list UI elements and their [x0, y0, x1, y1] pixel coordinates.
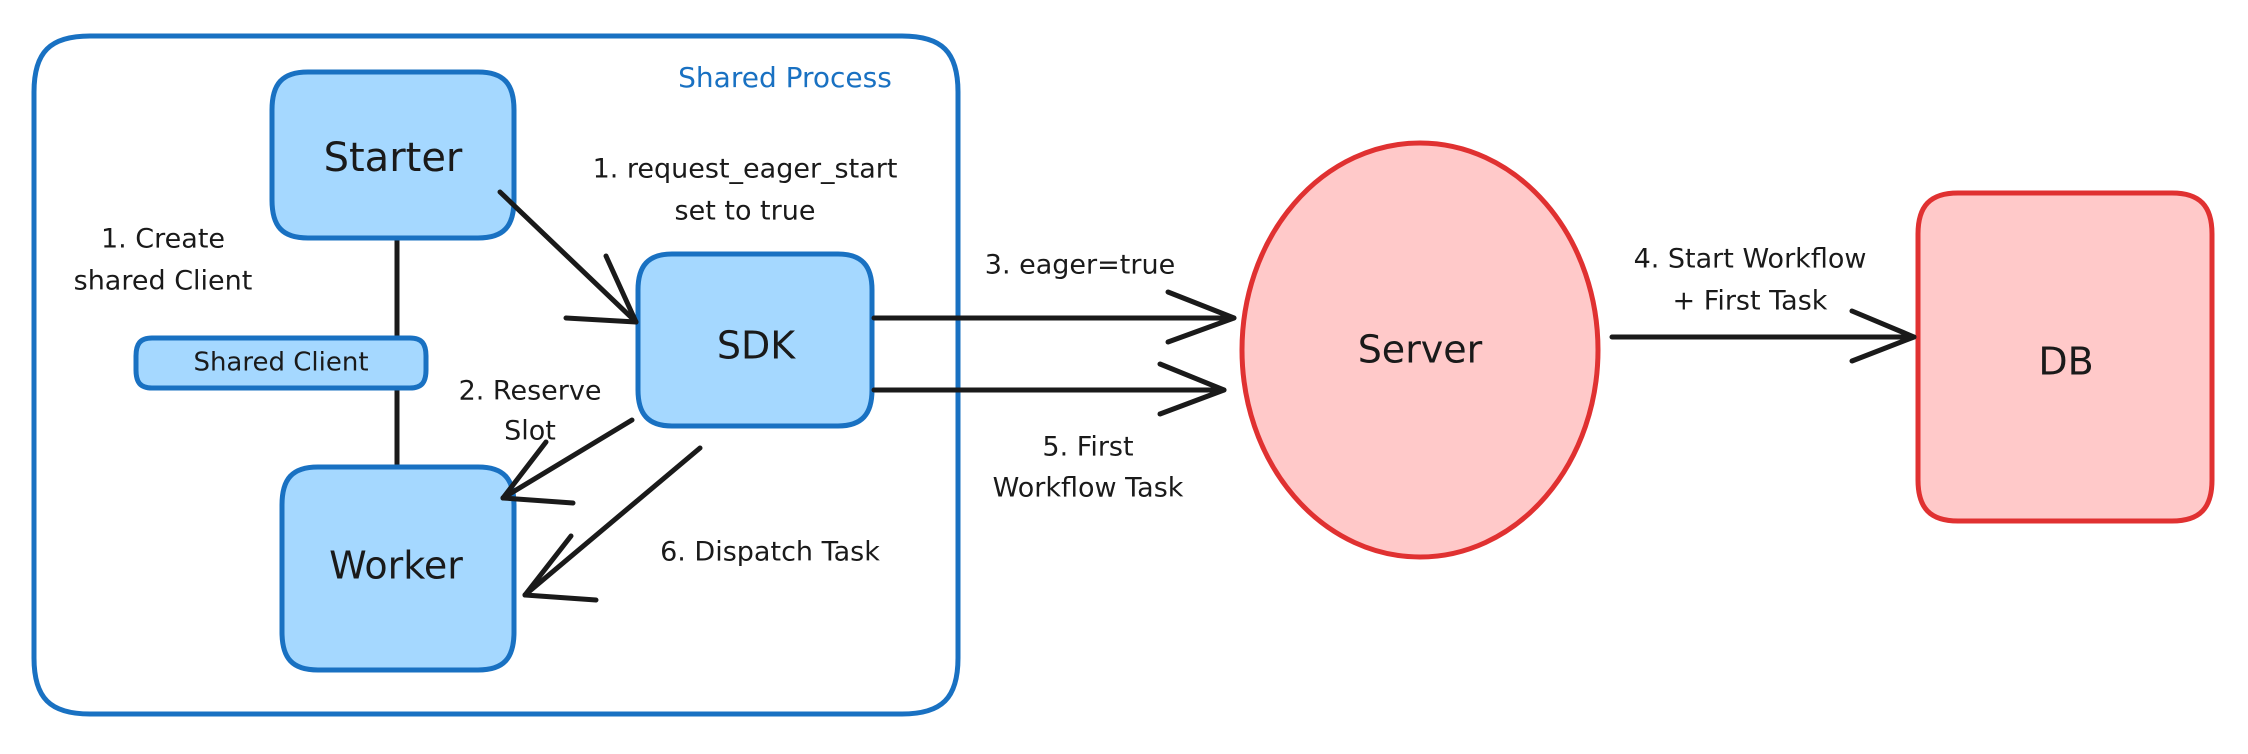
edge-1-arrowhead-b	[603, 253, 639, 325]
node-server[interactable]: Server	[1239, 140, 1601, 560]
edge-5-label-line1: 5. First	[1042, 432, 1133, 463]
edge-3-arrowhead-b	[1165, 315, 1237, 345]
node-worker-border	[279, 464, 517, 673]
edge-3-eager-true[interactable]: 3. eager=true	[871, 250, 1237, 345]
edge-5-arrowhead-a	[1157, 361, 1227, 393]
edge-1-label-line2: set to true	[675, 196, 816, 227]
edge-7-create-shared-client[interactable]: 1. Create shared Client	[74, 224, 253, 297]
edge-2-reserve-slot[interactable]: 2. Reserve Slot	[459, 376, 635, 506]
node-shared-client[interactable]: Shared Client	[133, 335, 429, 391]
edge-6-arrowhead-a	[522, 533, 574, 598]
node-starter-label: Starter	[324, 135, 463, 181]
node-server-border	[1239, 140, 1601, 560]
node-shared-client-fill	[136, 338, 426, 388]
edge-1-label-line1: 1. request_eager_start	[593, 154, 898, 185]
node-db-label: DB	[2038, 340, 2093, 384]
shared-process-title: Shared Process	[678, 61, 892, 94]
node-starter-fill	[272, 72, 514, 238]
node-worker-fill	[282, 467, 514, 670]
node-starter[interactable]: Starter	[269, 69, 517, 241]
edge-4-label-line1: 4. Start Workflow	[1634, 244, 1867, 275]
edge-1-request-eager-start[interactable]: 1. request_eager_start set to true	[497, 154, 898, 325]
edge-7-label-line1: 1. Create	[101, 224, 225, 255]
edge-2-line	[500, 417, 635, 501]
node-sdk[interactable]: SDK	[635, 251, 875, 429]
edge-6-line	[522, 445, 703, 598]
node-starter-border	[269, 69, 517, 241]
node-db-fill	[1918, 193, 2212, 521]
node-server-fill	[1242, 143, 1598, 557]
edge-5-label-line2: Workflow Task	[993, 473, 1184, 504]
edge-2-arrowhead-b	[500, 495, 576, 506]
shared-process-border	[31, 33, 961, 717]
edge-4-arrowhead-b	[1849, 334, 1917, 364]
node-db-border	[1915, 190, 2215, 524]
edge-7-label-line2: shared Client	[74, 266, 253, 297]
edge-5-first-workflow-task[interactable]: 5. First Workflow Task	[871, 361, 1227, 504]
edge-1-arrowhead-a	[563, 315, 639, 325]
edge-4-start-workflow[interactable]: 4. Start Workflow + First Task	[1609, 244, 1917, 364]
node-shared-client-border	[133, 335, 429, 391]
node-sdk-label: SDK	[717, 324, 796, 368]
node-db[interactable]: DB	[1915, 190, 2215, 524]
edge-2-arrowhead-a	[500, 439, 549, 501]
edge-2-label-line2: Slot	[504, 416, 556, 447]
group-shared-process[interactable]: Shared Process	[31, 33, 961, 717]
node-sdk-fill	[638, 254, 872, 426]
edge-2-label-line1: 2. Reserve	[459, 376, 602, 407]
edge-3-label-line1: 3. eager=true	[985, 250, 1175, 281]
edge-6-label-line1: 6. Dispatch Task	[660, 537, 880, 568]
edge-5-arrowhead-b	[1157, 387, 1227, 417]
node-worker[interactable]: Worker	[279, 464, 517, 673]
edge-6-dispatch-task[interactable]: 6. Dispatch Task	[522, 445, 880, 603]
node-server-label: Server	[1358, 328, 1483, 372]
edge-6-arrowhead-b	[522, 592, 599, 603]
node-worker-label: Worker	[329, 544, 463, 588]
edge-3-arrowhead-a	[1165, 289, 1237, 321]
edge-4-label-line2: + First Task	[1673, 286, 1828, 317]
node-sdk-border	[635, 251, 875, 429]
edge-1-line	[497, 189, 639, 325]
edge-4-arrowhead-a	[1849, 308, 1917, 340]
node-shared-client-label: Shared Client	[193, 348, 368, 378]
